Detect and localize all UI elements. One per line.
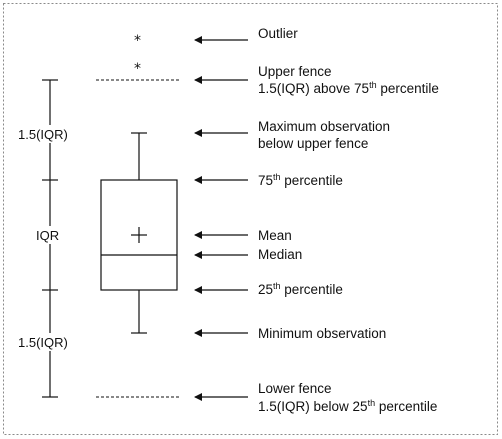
label-maximum: Maximum observation (258, 119, 390, 134)
label-lower-fence-rule: 1.5(IQR) below 25th percentile (258, 398, 437, 414)
iqr-box (100, 179, 178, 291)
iqr-label: IQR (36, 228, 59, 243)
label-upper-fence: Upper fence (258, 64, 332, 79)
label-lower-fence: Lower fence (258, 381, 332, 396)
upper-iqr-label: 1.5(IQR) (18, 127, 68, 142)
label-mean: Mean (258, 228, 292, 243)
label-outlier: Outlier (258, 26, 298, 41)
outlier-marker-1: * (134, 33, 141, 49)
outer-dotted-frame (3, 3, 498, 435)
label-minimum: Minimum observation (258, 326, 386, 341)
lower-iqr-label: 1.5(IQR) (18, 335, 68, 350)
mean-marker (131, 227, 147, 243)
label-q1: 25th percentile (258, 281, 343, 297)
label-upper-fence-rule: 1.5(IQR) above 75th percentile (258, 80, 439, 96)
label-q3: 75th percentile (258, 172, 343, 188)
label-median: Median (258, 247, 302, 262)
label-maximum-rule: below upper fence (258, 136, 368, 151)
outlier-marker-2: * (134, 61, 141, 77)
